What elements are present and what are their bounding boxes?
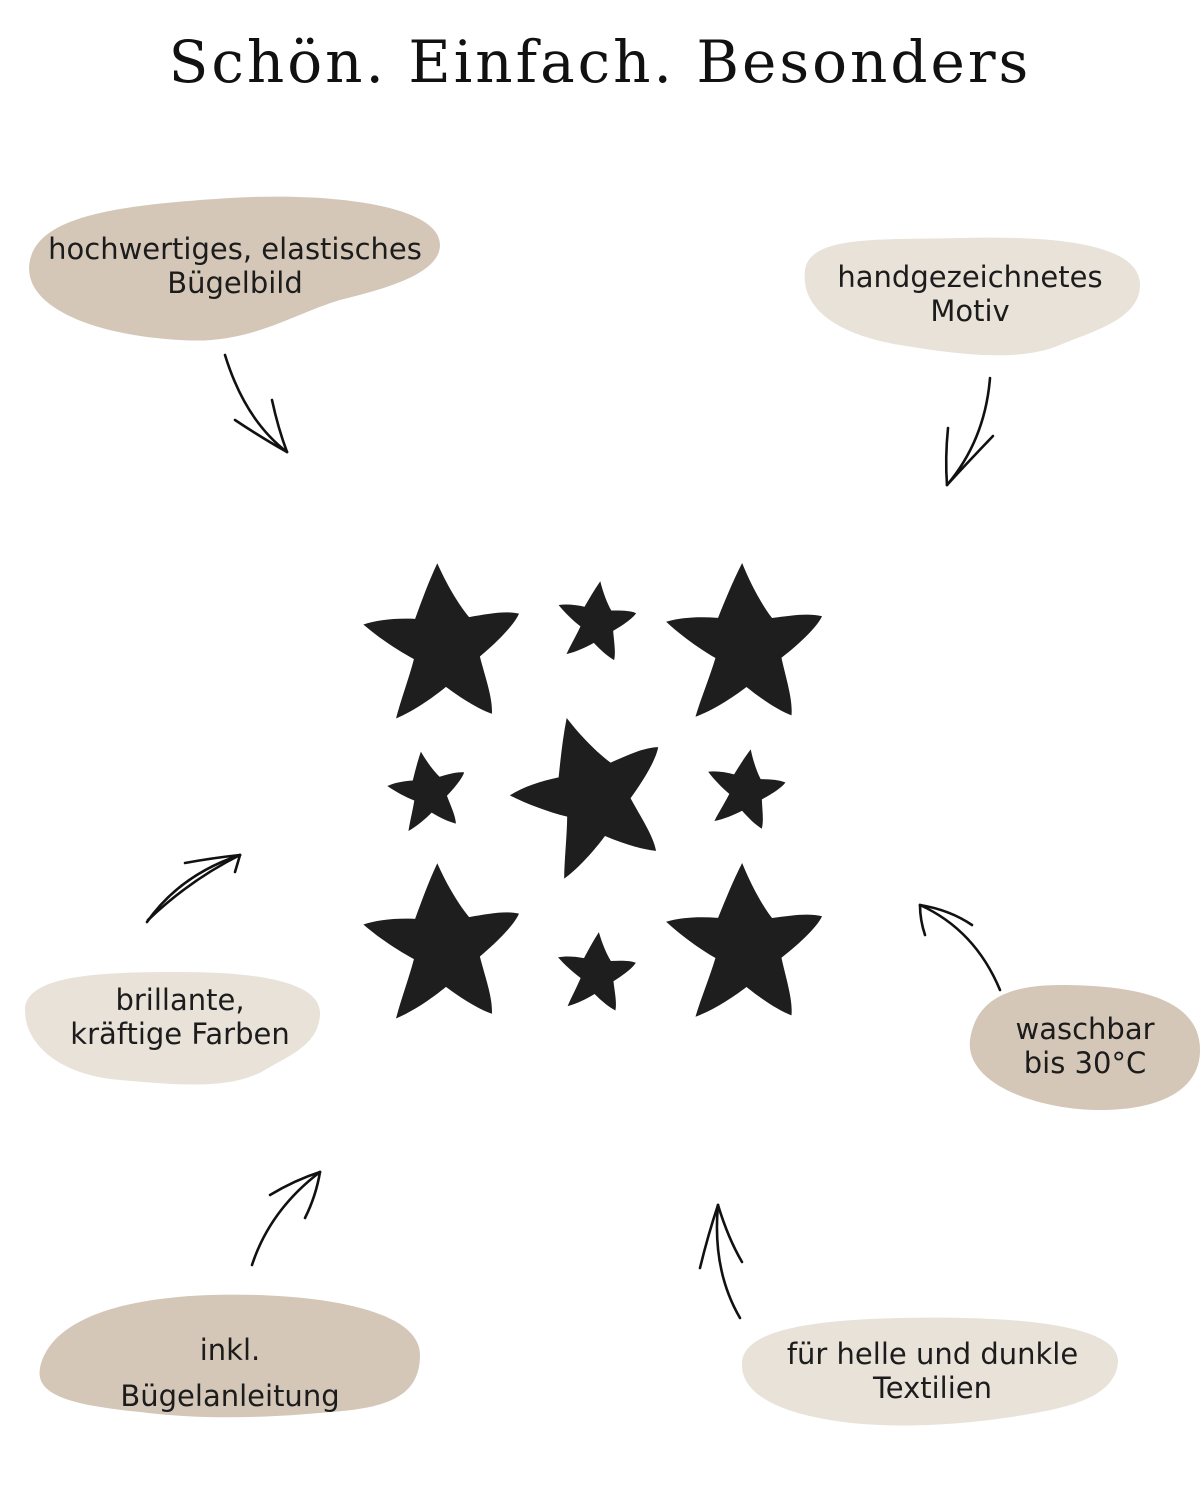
blob-mid-left [25, 972, 321, 1085]
arrow-icon-top-right [944, 376, 995, 487]
blob-top-left [29, 196, 440, 341]
feature-line: brillante, [115, 983, 245, 1017]
star-icon-2 [553, 577, 640, 662]
page-title: Schön. Einfach. Besonders [168, 28, 1032, 96]
blob-bottom-left [39, 1294, 420, 1418]
feature-line: bis 30°C [1023, 1046, 1147, 1080]
feature-line: Textilien [872, 1371, 993, 1405]
feature-line: handgezeichnetes [837, 260, 1103, 294]
arrow-icon-top-left [223, 353, 289, 454]
arrow-icon-bottom-left [250, 1170, 322, 1267]
star-icon-3 [664, 560, 826, 720]
feature-label-quality: hochwertiges, elastisches Bügelbild [25, 232, 445, 300]
arrow-icon-bottom-right [698, 1203, 744, 1320]
star-motif [359, 557, 826, 1023]
blob-bottom-right [741, 1317, 1119, 1426]
arrow-icon-mid-right [918, 903, 1002, 992]
feature-label-instructions: inkl. Bügelanleitung [40, 1327, 420, 1419]
star-icon-9 [664, 860, 826, 1020]
feature-line: inkl. [199, 1333, 261, 1367]
feature-label-textiles: für helle und dunkle Textilien [740, 1337, 1125, 1405]
star-icon-7 [359, 857, 526, 1023]
blob-mid-right [969, 985, 1200, 1110]
star-icon-6 [701, 743, 790, 832]
feature-line: kräftige Farben [70, 1017, 290, 1051]
star-icon-4 [382, 744, 473, 835]
blob-top-right [804, 237, 1140, 356]
star-icon-8 [554, 929, 638, 1012]
feature-line: für helle und dunkle [786, 1337, 1079, 1371]
feature-line: hochwertiges, elastisches [48, 232, 422, 266]
feature-label-washable: waschbar bis 30°C [975, 1012, 1195, 1080]
feature-label-handdrawn: handgezeichnetes Motiv [800, 260, 1140, 328]
feature-line: Bügelanleitung [120, 1379, 340, 1413]
star-icon-5 [492, 693, 689, 889]
feature-line: waschbar [1015, 1012, 1155, 1046]
arrow-icon-mid-left [145, 853, 242, 924]
feature-line: Motiv [930, 294, 1010, 328]
feature-line: Bügelbild [167, 266, 303, 300]
star-icon-1 [359, 557, 526, 723]
feature-label-colors: brillante, kräftige Farben [20, 983, 340, 1051]
